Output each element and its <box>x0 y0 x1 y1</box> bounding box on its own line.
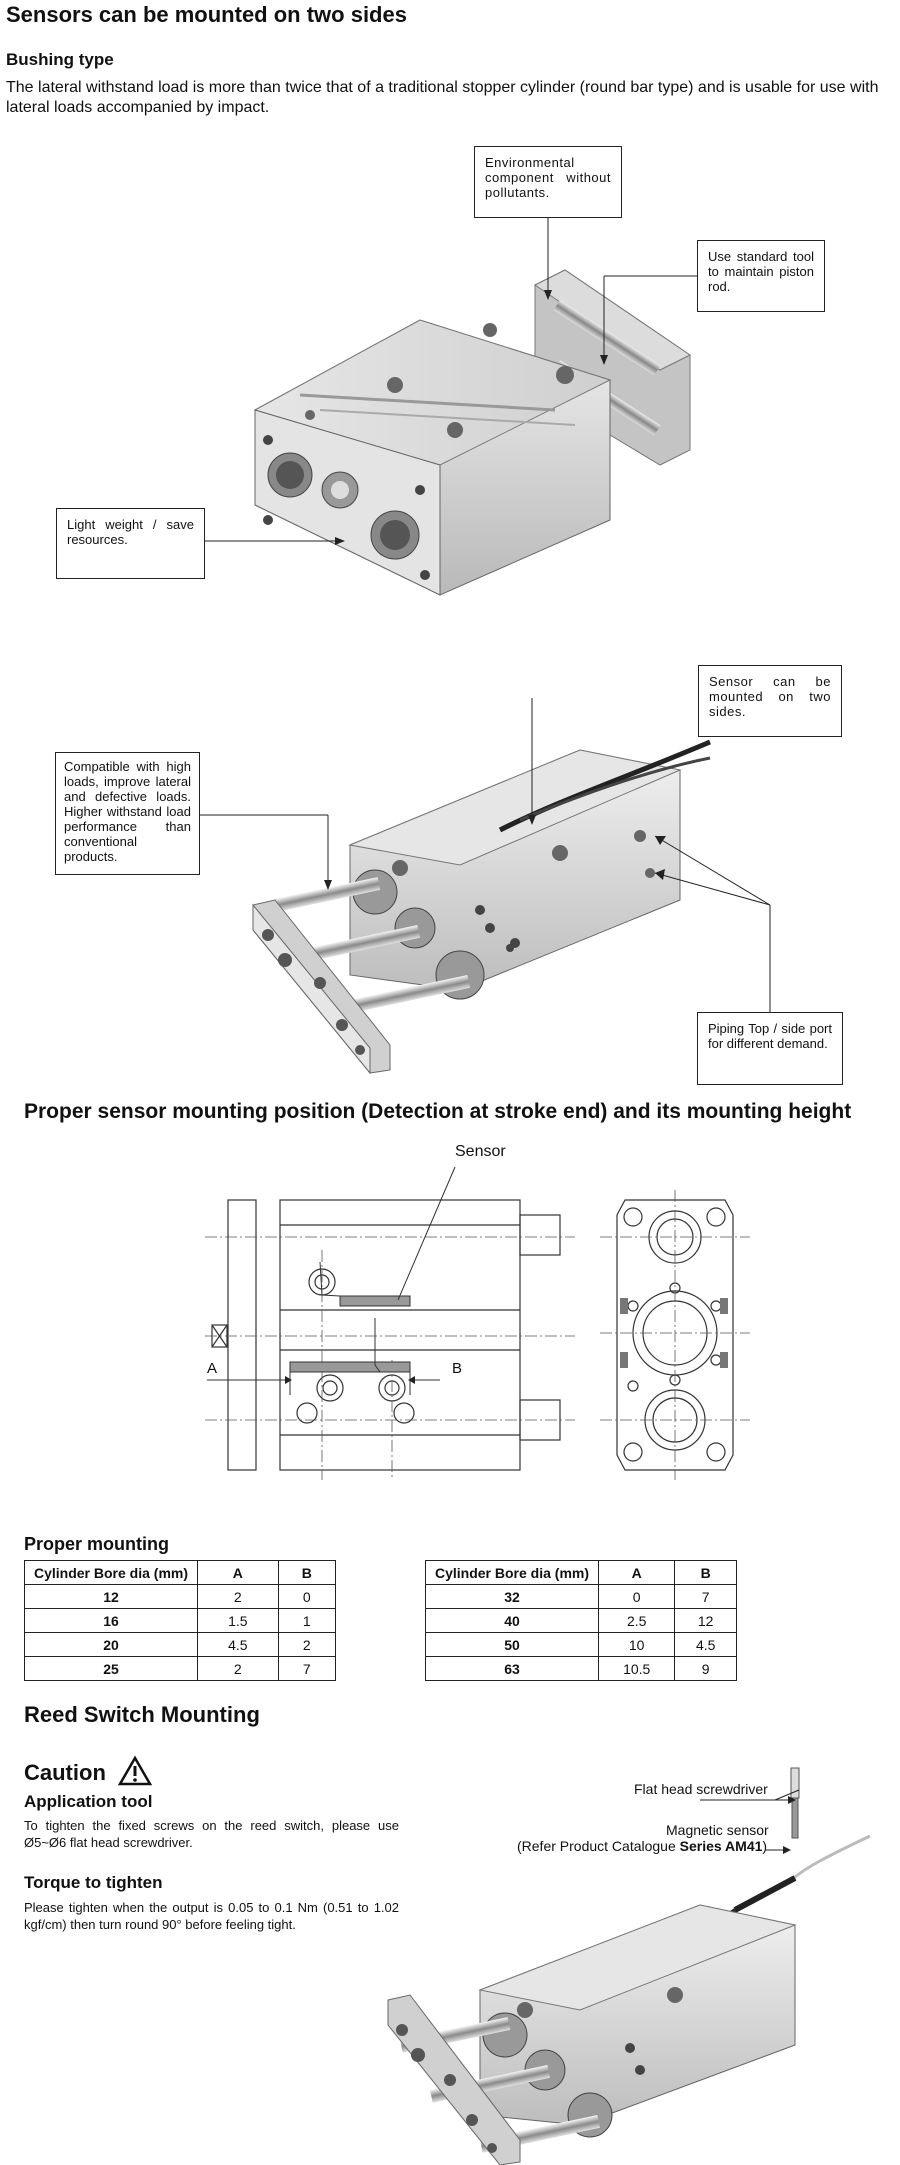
col-bore: Cylinder Bore dia (mm) <box>425 1560 599 1585</box>
label-b: B <box>452 1360 463 1377</box>
mounting-section-title: Proper sensor mounting position (Detecti… <box>24 1100 852 1123</box>
cylinder-illustration-1 <box>205 218 697 596</box>
app-tool-heading: Application tool <box>24 1792 153 1811</box>
warning-icon <box>117 1755 153 1786</box>
proper-mounting-heading: Proper mounting <box>24 1534 169 1554</box>
callout-environmental: Environmental component without pollutan… <box>474 146 622 218</box>
callout-piping: Piping Top / side port for different dem… <box>697 1012 843 1085</box>
callout-high-loads: Compatible with high loads, improve late… <box>55 752 200 875</box>
bushing-heading: Bushing type <box>6 50 114 69</box>
catalogue-reference: (Refer Product Catalogue Series AM41) <box>517 1838 768 1854</box>
screwdriver-label: Flat head screwdriver <box>634 1781 768 1797</box>
mounting-drawing-end <box>600 1190 750 1480</box>
mounting-drawing-side <box>205 1166 575 1480</box>
col-a: A <box>197 1560 279 1585</box>
torque-text: Please tighten when the output is 0.05 t… <box>24 1900 399 1932</box>
col-b: B <box>674 1560 737 1585</box>
bushing-description: The lateral withstand load is more than … <box>6 79 879 116</box>
reed-switch-title: Reed Switch Mounting <box>24 1702 260 1727</box>
page-title: Sensors can be mounted on two sides <box>6 2 407 27</box>
callout-standard-tool: Use standard tool to maintain piston rod… <box>697 240 825 312</box>
col-a: A <box>597 1560 676 1585</box>
caution-label: Caution <box>24 1760 106 1785</box>
torque-heading: Torque to tighten <box>24 1873 163 1892</box>
caution-heading: Caution <box>24 1750 153 1786</box>
magnetic-sensor-label: Magnetic sensor <box>666 1822 769 1838</box>
sensor-label: Sensor <box>455 1143 506 1160</box>
callout-light-weight: Light weight / save resources. <box>56 508 205 579</box>
label-a: A <box>207 1360 218 1377</box>
col-b: B <box>277 1560 337 1585</box>
cylinder-illustration-2 <box>200 698 771 1075</box>
callout-sensor-two-sides: Sensor can be mounted on two sides. <box>698 665 842 737</box>
app-tool-text: To tighten the fixed screws on the reed … <box>24 1818 399 1850</box>
